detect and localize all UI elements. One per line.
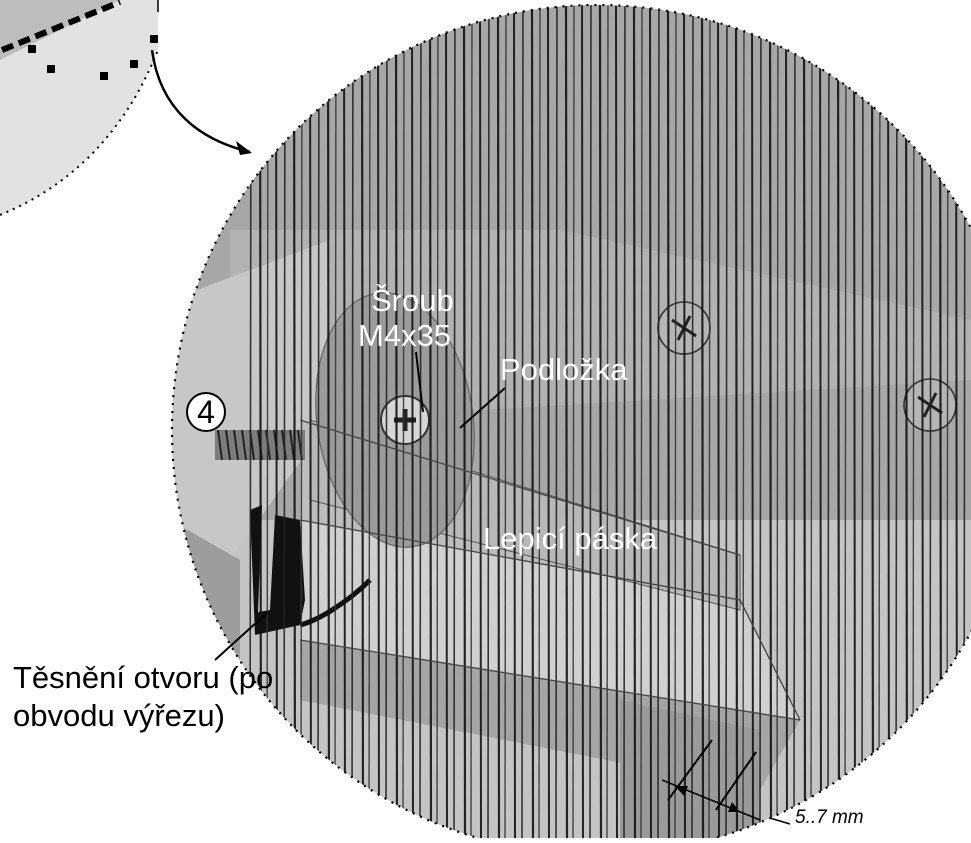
seal-label-line2: obvodu výřezu) bbox=[13, 698, 225, 733]
detail-circle-content bbox=[172, 5, 971, 840]
screw-label-line2: M4x35 bbox=[358, 318, 452, 353]
tape-label: Lepicí páska bbox=[483, 521, 658, 556]
seal-label-line1: Těsnění otvoru (po bbox=[13, 660, 274, 695]
step-number-badge: 4 bbox=[186, 392, 226, 432]
seal-leader bbox=[214, 611, 269, 661]
gap-dimension-label: 5..7 mm bbox=[795, 807, 864, 828]
washer-label: Podložka bbox=[500, 352, 628, 387]
overview-circle bbox=[0, 0, 159, 216]
washer-leader bbox=[459, 387, 506, 429]
screw-label-line1: Šroub bbox=[371, 283, 454, 318]
gap-dimension bbox=[661, 739, 791, 825]
screw-leader bbox=[415, 351, 424, 413]
detail-arrow bbox=[150, 49, 252, 155]
